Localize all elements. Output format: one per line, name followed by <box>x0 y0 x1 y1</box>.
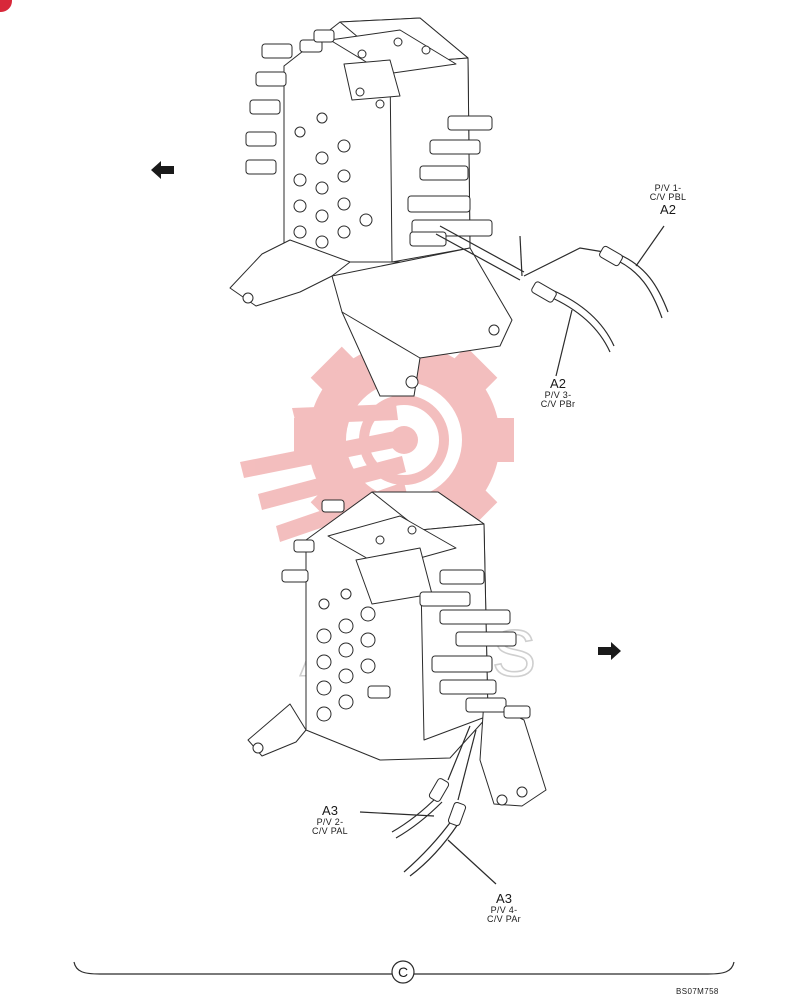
label-pv4-cvpar: A3 P/V 4- C/V PAr <box>476 892 532 925</box>
document-id: BS07M758 <box>676 987 719 996</box>
top-hose-fittings <box>531 245 623 303</box>
label-code: A2 <box>550 376 566 391</box>
label-pv2-cvpal: A3 P/V 2- C/V PAL <box>302 804 358 837</box>
label-line2: C/V PAr <box>487 914 521 925</box>
label-line2: C/V PBL <box>649 192 687 203</box>
label-code: A3 <box>322 803 338 818</box>
label-line1: P/V 2- <box>316 816 344 827</box>
label-line1: P/V 1- <box>654 183 682 193</box>
section-brace <box>73 960 735 984</box>
label-code: A3 <box>496 891 512 906</box>
bottom-control-valve <box>247 491 547 807</box>
gear-logo-icon <box>240 330 514 550</box>
label-pv1-cvpbl: P/V 1- C/V PBL A2 <box>640 183 696 217</box>
label-pv3-cvpbr: A2 P/V 3- C/V PBr <box>530 377 586 410</box>
label-line1: P/V 3- <box>544 389 572 400</box>
arrow-left-icon <box>151 161 174 179</box>
label-line2: C/V PAL <box>312 826 348 837</box>
top-control-valve <box>229 17 513 397</box>
label-line2: C/V PBr <box>540 399 576 410</box>
label-code: A2 <box>660 201 676 217</box>
label-line1: P/V 4- <box>490 904 518 915</box>
bottom-hoses <box>359 725 497 885</box>
arrow-right-icon <box>598 642 621 660</box>
bottom-hose-fittings <box>428 778 467 827</box>
section-letter-c: C <box>397 964 409 980</box>
